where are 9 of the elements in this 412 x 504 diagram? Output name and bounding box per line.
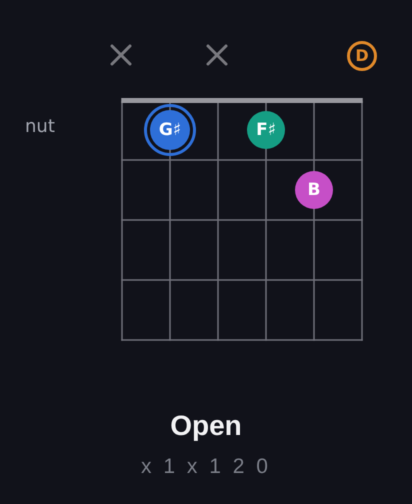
x-mark-icon: [206, 44, 228, 66]
x-mark-icon: [110, 44, 132, 66]
note-dot: B: [295, 171, 333, 209]
nut-label: nut: [25, 117, 55, 138]
fingering-text: x 1 x 1 2 0: [141, 455, 271, 480]
note-dot: G♯: [144, 104, 196, 156]
note-dot: F♯: [247, 111, 285, 149]
open-string-marker: D: [347, 41, 377, 71]
chord-name: Open: [170, 410, 242, 442]
